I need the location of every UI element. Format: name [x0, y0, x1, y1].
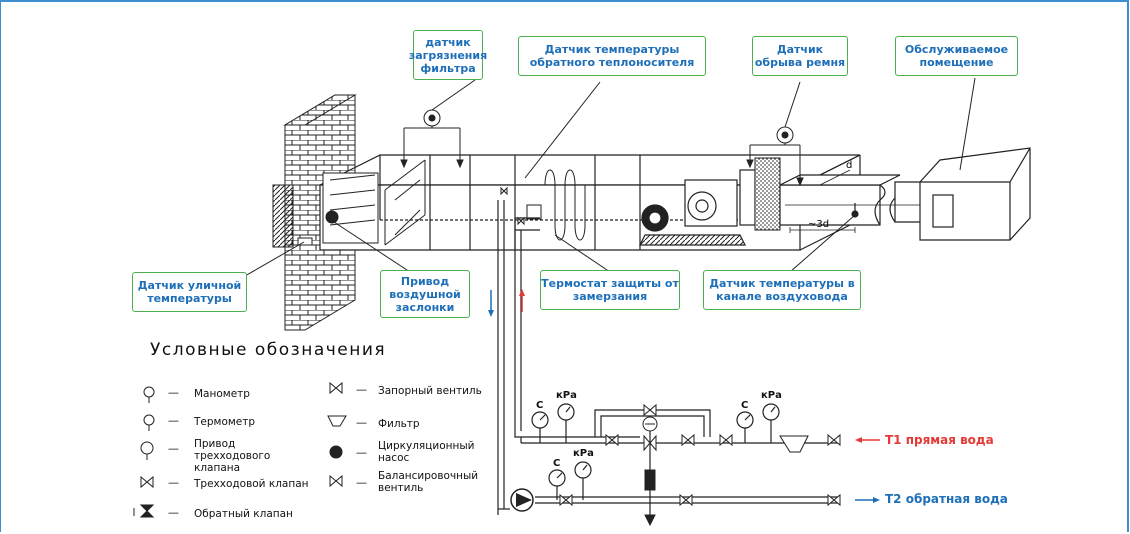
- legend-dash: —: [168, 476, 179, 489]
- legend-icons: [133, 381, 347, 518]
- gauges: [531, 403, 780, 500]
- air-damper: [322, 172, 379, 244]
- return-temp-sensor-label: Датчик температуры обратного теплоносите…: [518, 36, 706, 76]
- outdoor-temp-sensor-label: Датчик уличной температуры: [132, 272, 247, 312]
- legend-dash: —: [356, 383, 367, 396]
- t1-supply-label: T1 прямая вода: [885, 433, 994, 447]
- filter-pressure-sensor: [400, 109, 464, 169]
- filter-sensor-label: датчик загрязнения фильтра: [409, 30, 487, 80]
- svg-text:C: C: [536, 400, 543, 411]
- legend-dash: —: [356, 446, 367, 459]
- pointer-lines: [244, 77, 976, 277]
- frost-thermostat-label: Термостат защиты от замерзания: [540, 270, 680, 310]
- legend-manometer: Манометр: [194, 388, 250, 400]
- legend-dash: —: [168, 414, 179, 427]
- ahu-casing: [319, 154, 861, 251]
- svg-text:кРа: кРа: [761, 390, 782, 401]
- legend-shutoff-valve: Запорный вентиль: [378, 385, 482, 397]
- legend-dash: —: [356, 416, 367, 429]
- belt-sensor-label: Датчик обрыва ремня: [752, 36, 848, 76]
- t2-return-label: T2 обратная вода: [885, 492, 1008, 506]
- svg-text:кРа: кРа: [573, 448, 594, 459]
- dim-d-label: d: [846, 160, 852, 171]
- legend-dash: —: [168, 386, 179, 399]
- damper-actuator-label: Привод воздушной заслонки: [380, 270, 470, 318]
- water-filter: [779, 435, 809, 453]
- legend-check-valve: Обратный клапан: [194, 508, 293, 520]
- duct-temp-sensor-label: Датчик температуры в канале воздуховода: [703, 270, 861, 310]
- shutoff-valves: [500, 186, 841, 507]
- dimension-marks: [789, 169, 856, 233]
- svg-text:C: C: [741, 400, 748, 411]
- flow-arrows: [488, 289, 880, 503]
- legend-thermometer: Термометр: [194, 416, 256, 428]
- legend-three-way-actuator: Привод трехходового клапана: [194, 438, 271, 474]
- legend-dash: —: [168, 442, 179, 455]
- filter-section: [384, 159, 426, 246]
- outlet-filter-panel: [754, 157, 781, 231]
- dim-3d-label: ~3d: [808, 219, 829, 230]
- legend-pump: Циркуляционный насос: [378, 440, 475, 464]
- belt-pressure-sensor: [746, 126, 804, 187]
- gauge-labels: C кРа C кРа C кРа: [536, 390, 782, 469]
- legend-balancing-valve: Балансировочный вентиль: [378, 470, 479, 494]
- served-room-label: Обслуживаемое помещение: [895, 36, 1018, 76]
- legend-title: Условные обозначения: [150, 340, 387, 360]
- circulation-pump: [510, 488, 534, 512]
- heater-coil: [526, 169, 586, 241]
- fan-blower: [639, 169, 756, 246]
- svg-text:кРа: кРа: [556, 390, 577, 401]
- intake-louver: [272, 184, 313, 248]
- svg-text:C: C: [553, 458, 560, 469]
- legend-three-way-valve: Трехходовой клапан: [194, 478, 309, 490]
- three-way-valve-assembly: [642, 416, 658, 527]
- legend-dash: —: [356, 476, 367, 489]
- legend-filter: Фильтр: [378, 418, 420, 430]
- legend-dash: —: [168, 506, 179, 519]
- served-room-box: [919, 147, 1031, 241]
